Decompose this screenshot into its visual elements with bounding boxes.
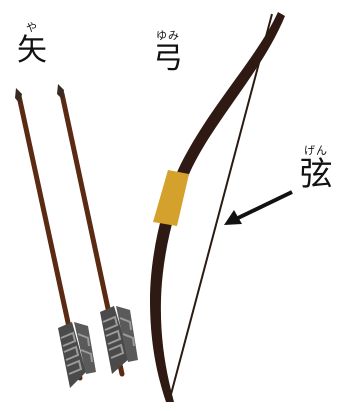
bow-grip bbox=[153, 170, 189, 226]
arrow-left bbox=[15, 88, 96, 388]
bow-label-kanji: 弓 bbox=[153, 41, 183, 76]
arrow-right bbox=[57, 84, 138, 377]
bow-string bbox=[169, 13, 273, 399]
bow-body bbox=[150, 12, 285, 402]
arrow-fletching bbox=[58, 322, 96, 388]
string-label-kanji: 弦 bbox=[299, 154, 333, 193]
string-label-ruby: げん bbox=[304, 144, 328, 157]
arrow-label-ruby: や bbox=[26, 21, 38, 34]
string-label: げん 弦 bbox=[296, 145, 336, 191]
arrow-label: や 矢 bbox=[14, 22, 50, 68]
arrow-tip bbox=[57, 84, 64, 100]
string-pointer-arrow bbox=[224, 190, 293, 225]
arrow-label-kanji: 矢 bbox=[17, 33, 47, 68]
arrow-fletching bbox=[100, 306, 138, 374]
bow-label: ゆみ 弓 bbox=[150, 30, 186, 76]
arrow-tip bbox=[15, 88, 22, 104]
bow-label-ruby: ゆみ bbox=[156, 29, 180, 42]
